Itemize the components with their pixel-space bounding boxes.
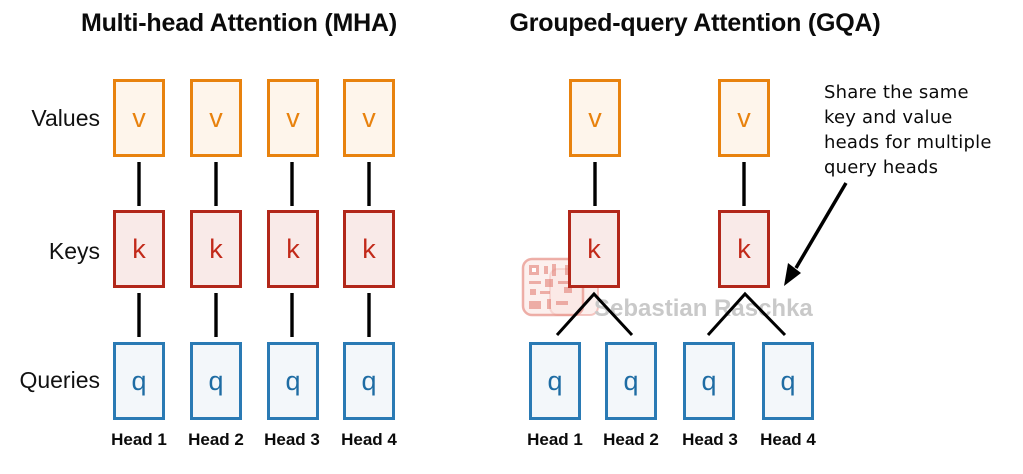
annotation-line: query heads <box>824 157 939 178</box>
mha-value-box-4: v <box>343 79 395 157</box>
query-letter: q <box>547 365 563 396</box>
mha-value-box-1: v <box>113 79 165 157</box>
gqa-query-box-2: q <box>605 342 657 420</box>
keys-row-label: Keys <box>48 238 100 264</box>
key-letter: k <box>132 233 146 264</box>
annotation-line: heads for multiple <box>824 132 992 153</box>
annotation-line: Share the same <box>824 82 969 103</box>
mha-query-box-2: q <box>190 342 242 420</box>
key-letter: k <box>362 233 376 264</box>
mha-value-box-2: v <box>190 79 242 157</box>
value-letter: v <box>362 102 376 133</box>
gqa-key-box-1: k <box>568 210 620 288</box>
gqa-head-label-2: Head 2 <box>603 430 659 449</box>
mha-query-box-4: q <box>343 342 395 420</box>
annotation-line: key and value <box>824 107 953 128</box>
value-letter: v <box>286 102 300 133</box>
query-letter: q <box>208 365 224 396</box>
gqa-query-box-4: q <box>762 342 814 420</box>
key-letter: k <box>209 233 223 264</box>
value-letter: v <box>209 102 223 133</box>
key-letter: k <box>587 233 601 264</box>
mha-query-box-1: q <box>113 342 165 420</box>
gqa-value-box-1: v <box>569 79 621 157</box>
key-letter: k <box>286 233 300 264</box>
gqa-head-label-3: Head 3 <box>682 430 738 449</box>
queries-row-label: Queries <box>19 367 100 393</box>
query-letter: q <box>623 365 639 396</box>
gqa-head-label-1: Head 1 <box>527 430 583 449</box>
mha-title: Multi-head Attention (MHA) <box>80 9 398 37</box>
value-letter: v <box>132 102 146 133</box>
mha-head-label-3: Head 3 <box>264 430 320 449</box>
query-letter: q <box>285 365 301 396</box>
mha-value-box-3: v <box>267 79 319 157</box>
query-letter: q <box>131 365 147 396</box>
mha-head-label-4: Head 4 <box>341 430 397 449</box>
key-letter: k <box>737 233 751 264</box>
query-letter: q <box>701 365 717 396</box>
mha-head-label-2: Head 2 <box>188 430 244 449</box>
gqa-value-box-2: v <box>718 79 770 157</box>
value-letter: v <box>588 102 602 133</box>
mha-head-label-1: Head 1 <box>111 430 167 449</box>
gqa-head-label-4: Head 4 <box>760 430 816 449</box>
gqa-title: Grouped-query Attention (GQA) <box>509 9 881 37</box>
mha-query-box-3: q <box>267 342 319 420</box>
gqa-query-box-3: q <box>683 342 735 420</box>
gqa-query-box-1: q <box>529 342 581 420</box>
value-letter: v <box>737 102 751 133</box>
mha-key-box-2: k <box>190 210 242 288</box>
query-letter: q <box>780 365 796 396</box>
annotation-note: Share the same key and value heads for m… <box>824 80 992 180</box>
mha-key-box-1: k <box>113 210 165 288</box>
mha-key-box-3: k <box>267 210 319 288</box>
gqa-key-box-2: k <box>718 210 770 288</box>
query-letter: q <box>361 365 377 396</box>
mha-key-box-4: k <box>343 210 395 288</box>
values-row-label: Values <box>31 105 100 131</box>
